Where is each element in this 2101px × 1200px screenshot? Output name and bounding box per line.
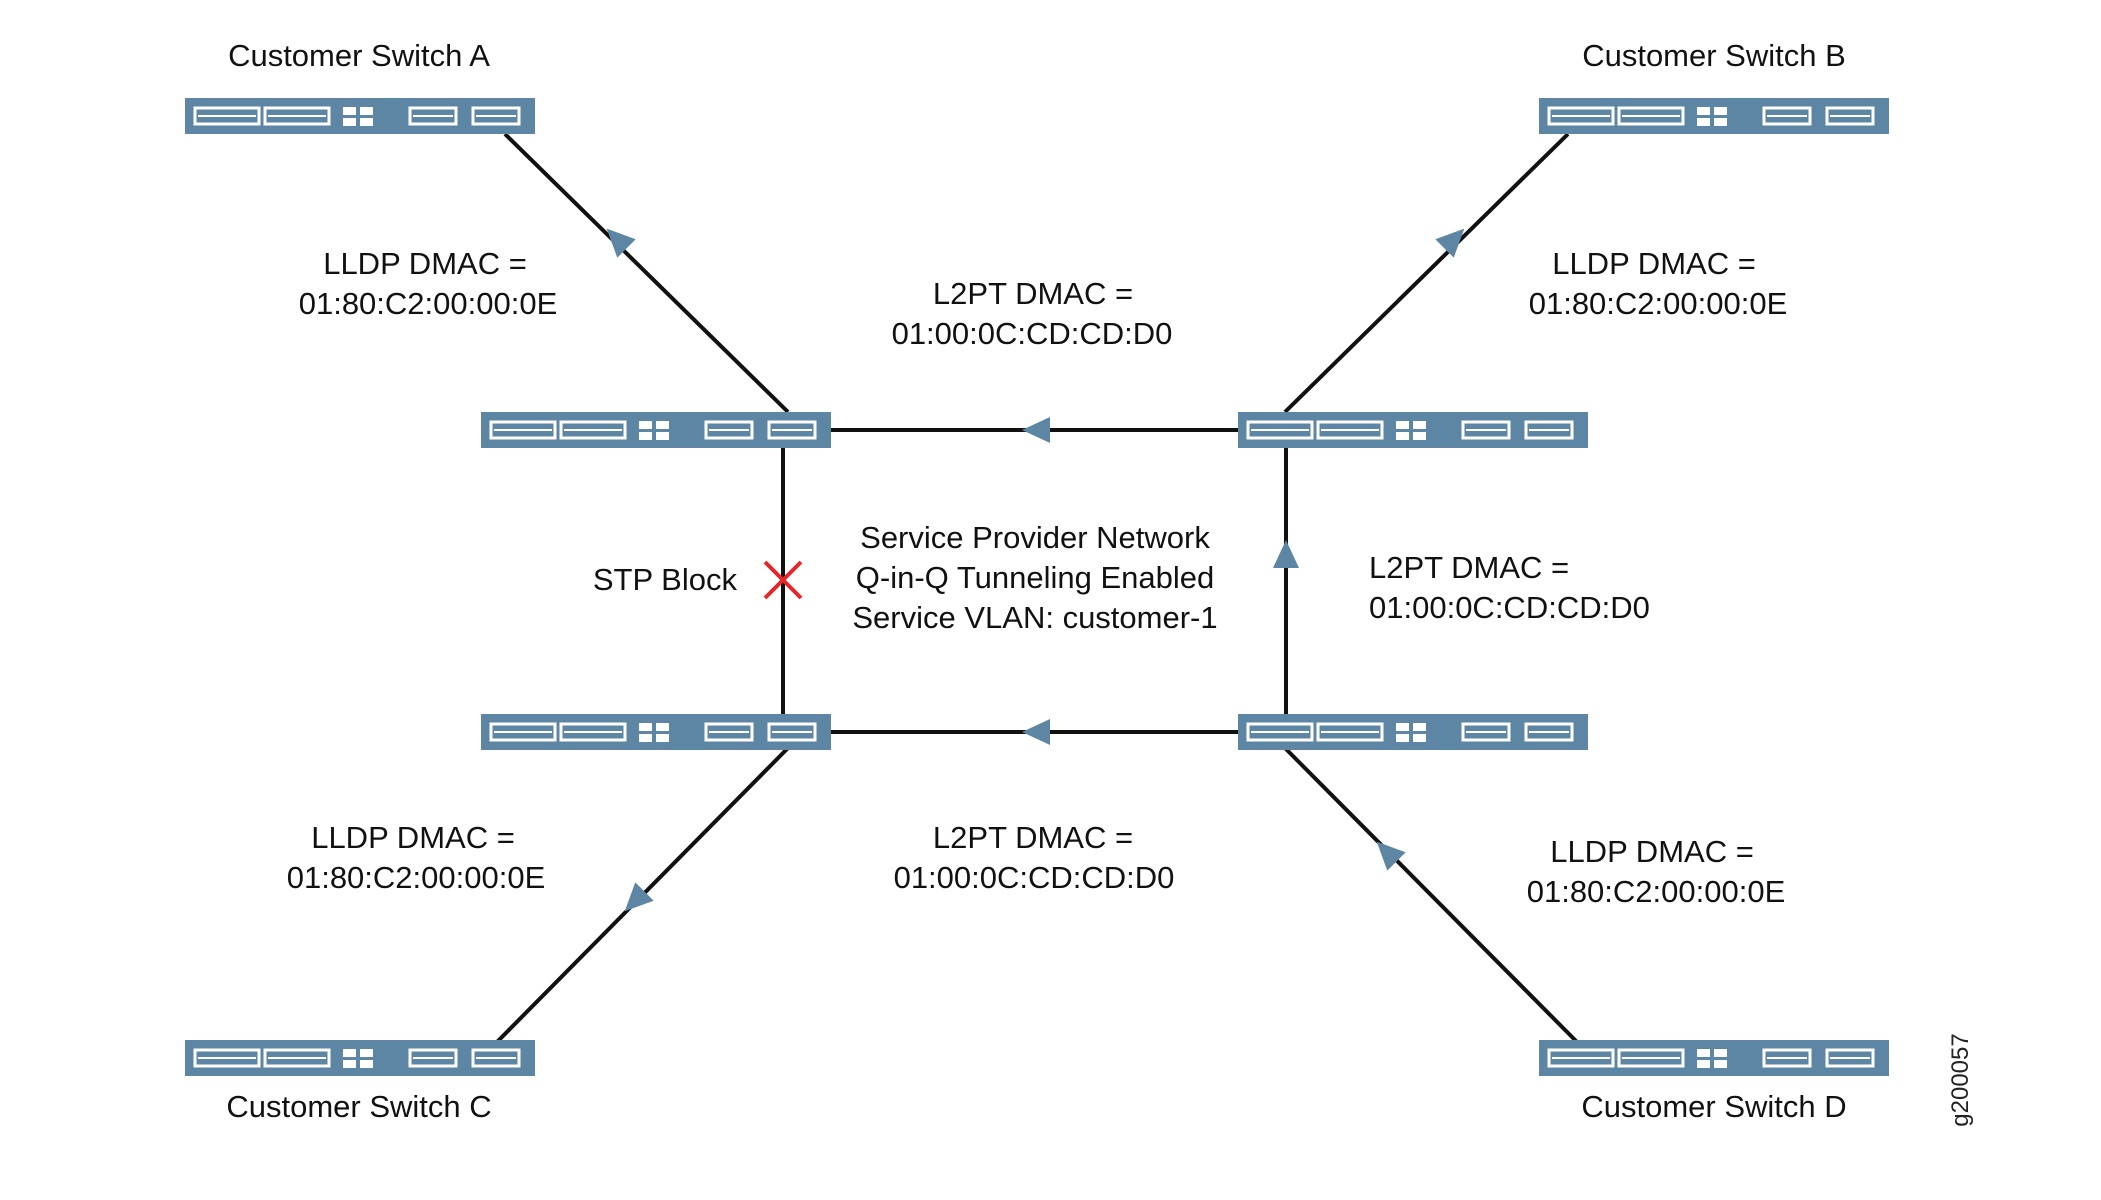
l2pt-bottom-label-line2: 01:00:0C:CD:CD:D0 <box>894 860 1175 895</box>
arrow-icon <box>1022 719 1050 745</box>
customer-switch-a-label: Customer Switch A <box>228 38 490 73</box>
customer-switch-d-label: Customer Switch D <box>1581 1089 1846 1124</box>
network-label-line2: Q-in-Q Tunneling Enabled <box>856 560 1214 595</box>
link-customer-a <box>503 132 790 414</box>
lldp-a-label-line2: 01:80:C2:00:00:0E <box>299 286 558 321</box>
provider-switch-bottom-right-icon <box>1238 714 1588 750</box>
customer-switch-d-icon <box>1539 1040 1889 1076</box>
lldp-b-label-line2: 01:80:C2:00:00:0E <box>1529 286 1788 321</box>
lldp-a-label-line1: LLDP DMAC = <box>323 246 527 281</box>
customer-switch-c-label: Customer Switch C <box>226 1089 491 1124</box>
customer-switch-b-icon <box>1539 98 1889 134</box>
customer-switch-a-icon <box>185 98 535 134</box>
stp-block-x-icon <box>763 560 803 600</box>
figure-id: g200057 <box>1947 1033 1974 1126</box>
network-label-line1: Service Provider Network <box>860 520 1210 555</box>
lldp-c-label-line2: 01:80:C2:00:00:0E <box>287 860 546 895</box>
l2pt-top-label-line2: 01:00:0C:CD:CD:D0 <box>892 316 1173 351</box>
l2pt-right-label-line1: L2PT DMAC = <box>1369 550 1569 585</box>
arrow-icon <box>1022 417 1050 443</box>
customer-switch-b-label: Customer Switch B <box>1582 38 1846 73</box>
l2pt-right-label-line2: 01:00:0C:CD:CD:D0 <box>1369 590 1650 625</box>
customer-switch-c-icon <box>185 1040 535 1076</box>
lldp-d-label-line2: 01:80:C2:00:00:0E <box>1527 874 1786 909</box>
lldp-c-label-line1: LLDP DMAC = <box>311 820 515 855</box>
stp-block-label: STP Block <box>593 562 738 597</box>
network-label-line3: Service VLAN: customer-1 <box>852 600 1217 635</box>
arrow-icon <box>606 228 636 258</box>
arrow-icon <box>1273 540 1299 568</box>
l2pt-bottom-label-line1: L2PT DMAC = <box>933 820 1133 855</box>
direction-arrows <box>606 228 1465 912</box>
arrow-icon <box>624 882 654 912</box>
lldp-d-label-line1: LLDP DMAC = <box>1550 834 1754 869</box>
provider-switch-top-left-icon <box>481 412 831 448</box>
link-customer-d <box>1283 746 1579 1044</box>
provider-switch-top-right-icon <box>1238 412 1588 448</box>
arrow-icon <box>1376 841 1406 871</box>
lldp-b-label-line1: LLDP DMAC = <box>1552 246 1756 281</box>
link-customer-b <box>1283 132 1570 414</box>
arrow-icon <box>1435 228 1465 258</box>
l2pt-top-label-line1: L2PT DMAC = <box>933 276 1133 311</box>
provider-switch-bottom-left-icon <box>481 714 831 750</box>
